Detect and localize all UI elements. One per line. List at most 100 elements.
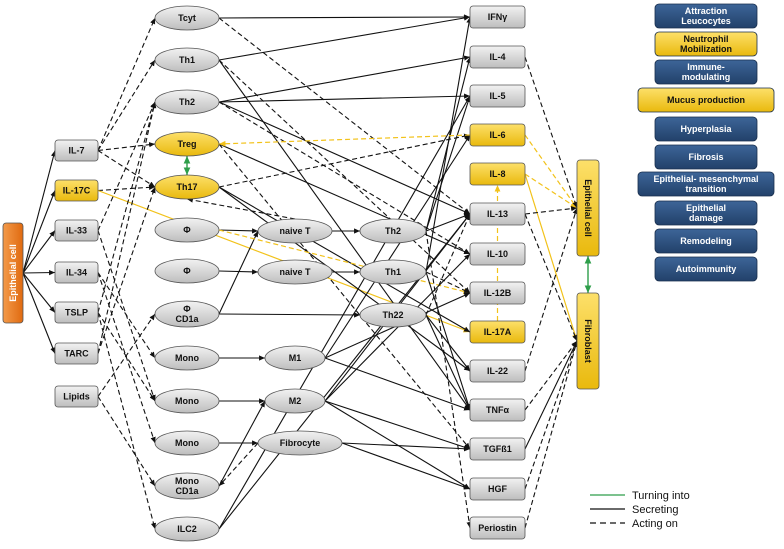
edge-m1-to-tnfa bbox=[324, 357, 471, 411]
edge-tcyt-to-il13 bbox=[218, 17, 471, 215]
node-ilc2-label: ILC2 bbox=[177, 524, 197, 534]
node-th2-label: Th2 bbox=[179, 97, 195, 107]
effect-box-bg bbox=[654, 200, 758, 226]
node-il4-label: IL-4 bbox=[489, 52, 505, 62]
effect-box-bg bbox=[654, 228, 758, 254]
edge-ilc2-to-il5 bbox=[218, 95, 471, 530]
effect-box-bg bbox=[654, 31, 758, 57]
edge-il6-to-treg bbox=[218, 134, 471, 147]
node-th1b-shape bbox=[359, 259, 427, 285]
node-naive1: naive T bbox=[257, 218, 333, 244]
node-hgf-label: HGF bbox=[488, 484, 508, 494]
effect-box: Remodeling bbox=[654, 228, 758, 254]
node-th1b: Th1 bbox=[359, 259, 427, 285]
effects-legend: AttractionLeucocytesNeutrophilMobilizati… bbox=[637, 3, 775, 282]
node-il22-label: IL-22 bbox=[487, 366, 508, 376]
edge-epithelial-to-tarc bbox=[22, 272, 56, 354]
effect-box-bg bbox=[654, 3, 758, 29]
edge-fibrocyte-to-tgfb1 bbox=[341, 442, 471, 452]
legend-turning-label: Turning into bbox=[632, 490, 690, 502]
node-th2b-label: Th2 bbox=[385, 226, 401, 236]
edge-th22-to-il22 bbox=[425, 314, 471, 372]
node-tnfa-shape bbox=[469, 398, 526, 422]
node-il8: IL-8 bbox=[469, 162, 526, 186]
node-il33-label: IL-33 bbox=[66, 226, 87, 236]
node-il34-label: IL-34 bbox=[66, 268, 87, 278]
edge-m2-to-il10 bbox=[324, 253, 471, 402]
node-fibrocyte-label: Fibrocyte bbox=[280, 438, 321, 448]
edge-il17c-to-th17 bbox=[97, 184, 156, 192]
edge-m2-to-tgfb1 bbox=[324, 400, 471, 450]
effect-label: Epithelial bbox=[686, 203, 726, 213]
effect-box: Immune-modulating bbox=[654, 59, 758, 85]
edge-lipids-to-phicd1a bbox=[97, 313, 156, 397]
node-ifng-shape bbox=[469, 5, 526, 29]
edge-phicd1a-to-th22 bbox=[218, 312, 361, 318]
node-il34: IL-34 bbox=[54, 261, 99, 284]
edge-il13-to-fibroblast bbox=[524, 213, 578, 342]
edge-epithelial-to-tslp bbox=[22, 272, 56, 313]
effect-label: Autoimmunity bbox=[676, 264, 737, 274]
edge-tgfb1-to-fibroblast bbox=[524, 340, 578, 450]
edge-th17-to-il17a bbox=[218, 186, 471, 333]
node-ilc2-shape bbox=[154, 516, 220, 542]
legend-secreting-label: Secreting bbox=[632, 504, 678, 516]
effect-box: Hyperplasia bbox=[654, 116, 758, 142]
edge-il7-to-tcyt bbox=[97, 17, 156, 151]
node-phicd1a-shape bbox=[154, 300, 220, 328]
legend-acting-label: Acting on bbox=[632, 518, 678, 530]
edge-ilc2-to-il13 bbox=[218, 213, 471, 530]
node-th17-label: Th17 bbox=[176, 182, 197, 192]
node-th17: Th17 bbox=[154, 174, 220, 200]
node-hgf: HGF bbox=[469, 477, 526, 501]
edge-tarc-to-th17 bbox=[97, 186, 156, 354]
node-th1-shape bbox=[154, 47, 220, 73]
edge-tslp-to-ilc2 bbox=[97, 312, 157, 530]
edge-fibrocyte-to-monocd1a bbox=[218, 442, 259, 487]
node-th1: Th1 bbox=[154, 47, 220, 73]
node-il10-label: IL-10 bbox=[487, 249, 508, 259]
effect-box-bg bbox=[654, 256, 758, 282]
node-il6-label: IL-6 bbox=[489, 130, 505, 140]
node-treg-label: Treg bbox=[177, 139, 196, 149]
node-lipids: Lipids bbox=[54, 385, 99, 408]
effect-box-bg bbox=[637, 171, 775, 197]
node-epithelial-shape bbox=[2, 222, 24, 324]
edge-naive1-to-th17 bbox=[186, 197, 296, 220]
node-phi1-label: Φ bbox=[183, 225, 191, 235]
edge-th1b-to-ifng bbox=[425, 16, 472, 273]
edge-th2-to-il5 bbox=[218, 93, 471, 103]
node-periostin-label: Periostin bbox=[478, 523, 517, 533]
node-il13-label: IL-13 bbox=[487, 209, 508, 219]
node-il4-shape bbox=[469, 45, 526, 69]
edge-th22-to-tnfa bbox=[425, 314, 471, 411]
node-il22-shape bbox=[469, 359, 526, 383]
node-naive2-label: naive T bbox=[279, 267, 311, 277]
edge-th2b-to-periostin bbox=[425, 230, 472, 529]
node-mono2-label: Mono bbox=[175, 396, 199, 406]
node-il17a-shape bbox=[469, 320, 526, 344]
effect-box: Fibrosis bbox=[654, 144, 758, 170]
node-mono3: Mono bbox=[154, 430, 220, 456]
edge-il34-to-mono1 bbox=[97, 272, 156, 359]
effect-label: Epithelial- mesenchymal bbox=[653, 174, 758, 184]
node-mono2: Mono bbox=[154, 388, 220, 414]
nodes-layer: Epithelial cellIL-7IL-17CIL-33IL-34TSLPT… bbox=[2, 5, 600, 542]
effect-label: Mucus production bbox=[667, 95, 745, 105]
edge-phi1-to-naive1 bbox=[218, 228, 259, 234]
node-phicd1a-label: CD1a bbox=[175, 314, 199, 324]
node-phi1: Φ bbox=[154, 217, 220, 243]
node-monocd1a-label: Mono bbox=[175, 476, 199, 486]
node-epithelial: Epithelial cell bbox=[2, 222, 24, 324]
node-m1: M1 bbox=[264, 345, 326, 371]
node-m2-shape bbox=[264, 388, 326, 414]
node-il17c-shape bbox=[54, 179, 99, 202]
edge-th1b-to-tnfa bbox=[425, 271, 471, 411]
node-fibrocyte-shape bbox=[257, 430, 343, 456]
node-il7-label: IL-7 bbox=[68, 146, 84, 156]
effect-label: Hyperplasia bbox=[680, 124, 732, 134]
node-il6: IL-6 bbox=[469, 123, 526, 147]
